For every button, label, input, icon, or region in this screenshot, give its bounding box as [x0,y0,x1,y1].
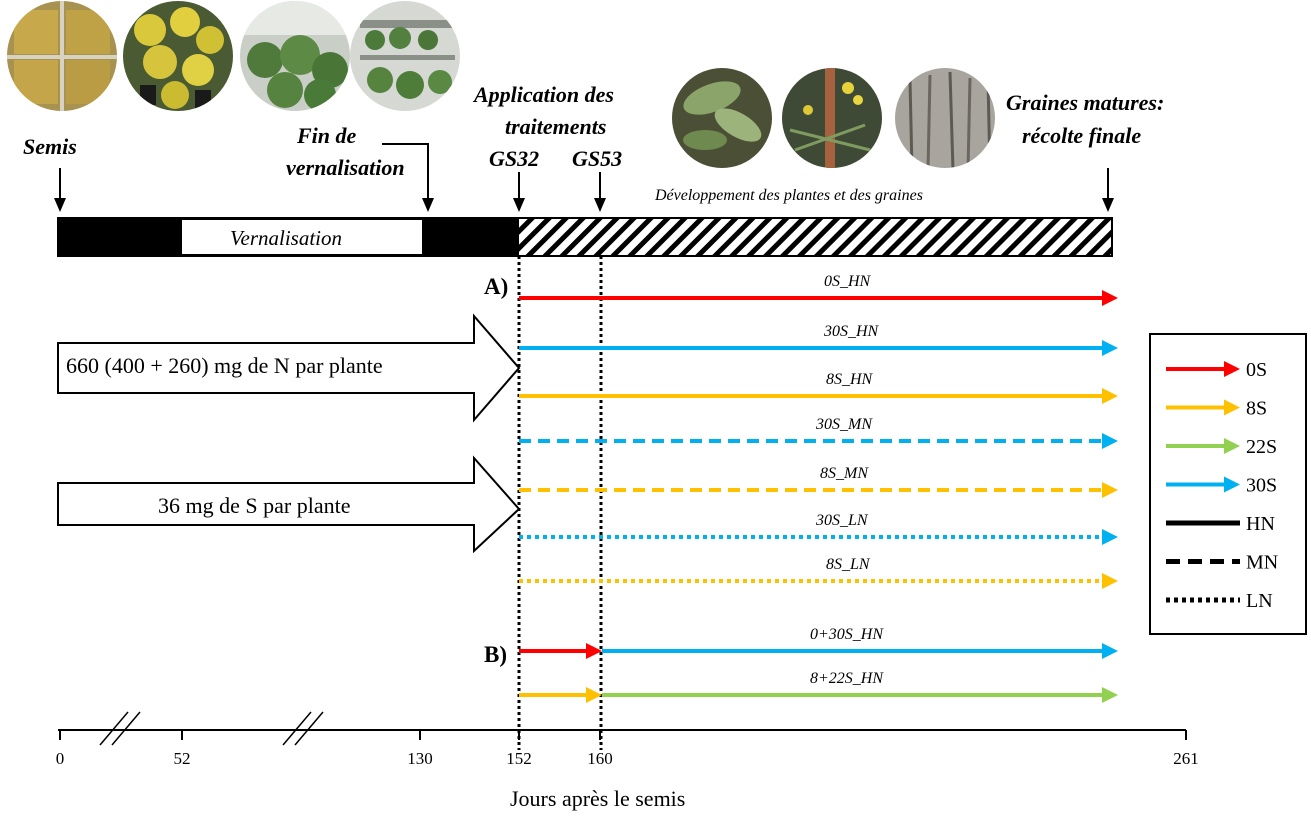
treatment-0s-hn: 0S_HN [519,273,1118,306]
treatment-arrows: 0S_HN 30S_HN 8S_HN 30S_MN 8S_MN 30S_LN 8S_LN 0+… [519,273,1118,703]
photo-growth-chamber [350,1,460,111]
sulfur-input-label: 36 mg de S par plante [158,493,350,518]
treatment-label: 30S_MN [815,416,873,433]
legend-swatch [1166,361,1240,377]
treatment-8-22s-hn: 8+22S_HN [519,670,1118,703]
treatment-8s-mn: 8S_MN [519,465,1118,498]
legend-label: LN [1246,590,1273,612]
graines-matures-label-2: récolte finale [1022,123,1141,148]
axis-break-2 [282,711,324,746]
gs32-arrow [513,172,525,212]
axis-tick-130: 130 [407,730,433,768]
fin-vernalisation-arrow [382,143,434,212]
legend-item-mn: MN [1166,552,1278,574]
axis-tick-label: 261 [1173,749,1199,768]
legend-swatch [1166,476,1240,493]
legend-label: 22S [1246,436,1277,458]
legend-item-22s: 22S [1166,436,1277,458]
harvest-arrow [1102,168,1114,212]
legend-label: 0S [1246,359,1267,381]
photo-flowering-plants [123,1,233,111]
treatment-arrow [519,573,1118,589]
treatment-arrow [519,388,1118,404]
photo-plant-closeup [672,68,772,168]
development-label: Développement des plantes et des graines [654,187,923,204]
vernalisation-label: Vernalisation [230,226,342,250]
legend-label: 30S [1246,475,1277,497]
treatment-label: 8S_MN [820,465,869,482]
treatment-30s-ln: 30S_LN [519,512,1118,545]
axis-tick-label: 160 [587,749,613,768]
post-phase-arrow [602,643,1118,659]
axis-break-1 [99,711,141,746]
gs53-arrow [594,172,606,212]
axis-tick-0: 0 [56,730,65,768]
treatment-30s-hn: 30S_HN [519,323,1118,356]
axis-tick-label: 152 [506,749,532,768]
sulfur-input-arrow: 36 mg de S par plante [57,455,521,554]
treatment-arrow [519,482,1118,498]
pre-phase-arrow [519,643,602,659]
legend-item-ln: LN [1166,590,1273,612]
photo-flowering-stem [782,68,882,168]
gs53-label: GS53 [572,146,622,171]
application-label-2: traitements [505,114,606,139]
photo-seedling-trays [7,1,117,111]
photo-mature-plants [895,68,995,168]
treatment-label: 8S_LN [826,556,871,573]
gs32-label: GS32 [489,146,539,171]
treatment-label: 8S_HN [826,371,874,388]
treatment-label: 8+22S_HN [810,670,884,687]
legend-item-hn: HN [1166,513,1275,535]
legend: 0S 8S 22S 30S HN MN LN [1149,333,1307,635]
application-label-1: Application des [472,82,614,107]
axis-tick-152: 152 [506,730,532,768]
treatment-8s-hn: 8S_HN [519,371,1118,404]
nitrogen-input-label: 660 (400 + 260) mg de N par plante [66,353,383,378]
nitrogen-input-arrow: 660 (400 + 260) mg de N par plante [57,313,521,423]
treatment-0-30s-hn: 0+30S_HN [519,626,1118,659]
legend-label: MN [1246,552,1278,574]
axis-tick-label: 0 [56,749,65,768]
days-axis: 0 52 130 152 160 261 [56,711,1199,768]
post-phase-arrow [602,687,1118,703]
legend-label: 8S [1246,398,1267,420]
section-b-label: B) [484,642,507,667]
treatment-label: 0S_HN [824,273,872,290]
treatment-8s-ln: 8S_LN [519,556,1118,589]
pre-phase-arrow [519,687,602,703]
treatment-arrow [519,290,1118,306]
fin-vernalisation-label-1: Fin de [296,123,357,148]
graines-matures-label-1: Graines matures: [1006,90,1164,115]
legend-label: HN [1246,513,1275,535]
axis-tick-label: 130 [407,749,433,768]
semis-label: Semis [23,134,77,159]
semis-arrow [54,168,66,212]
legend-swatch [1166,399,1240,416]
axis-tick-label: 52 [174,749,191,768]
timeline-bar [57,217,1113,257]
legend-swatch [1166,438,1240,454]
treatment-arrow [519,340,1118,356]
fin-vernalisation-label-2: vernalisation [286,155,405,180]
axis-tick-261: 261 [1173,730,1199,768]
treatment-label: 0+30S_HN [810,626,884,643]
photo-greenhouse-plants [240,1,350,111]
axis-title: Jours après le semis [510,786,685,811]
treatment-label: 30S_HN [823,323,880,340]
treatment-arrow [519,529,1118,545]
treatment-label: 30S_LN [815,512,869,529]
legend-item-30s: 30S [1166,475,1277,497]
treatment-30s-mn: 30S_MN [519,416,1118,449]
section-a-label: A) [484,274,508,299]
axis-tick-160: 160 [587,730,613,768]
treatment-arrow [519,433,1118,449]
legend-item-8s: 8S [1166,398,1267,420]
axis-tick-52: 52 [174,730,191,768]
legend-item-0s: 0S [1166,359,1267,381]
